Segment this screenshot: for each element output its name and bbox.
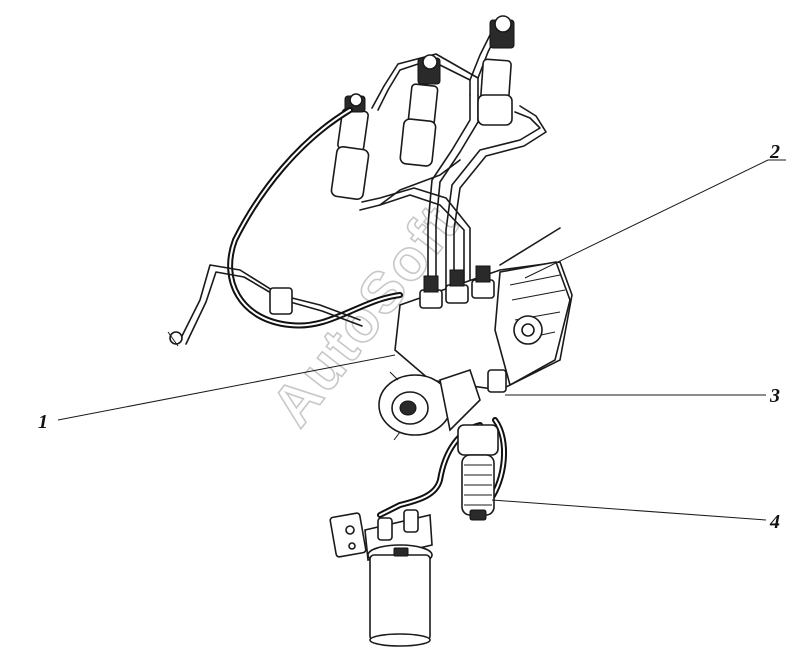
coarse-fuel-filter [329,509,433,647]
return-hose [227,107,403,329]
injector-middle [399,54,441,167]
callout-3: 3 [505,385,780,407]
callout-1: 1 [38,354,396,433]
drive-flange [378,368,481,441]
drain-pipe [167,264,363,347]
fine-fuel-filter [377,417,508,521]
injector-right [477,15,515,126]
injector-left [330,93,370,201]
callout-4: 4 [491,499,780,533]
injection-pump [394,227,573,393]
callout-label-4: 4 [769,511,780,533]
callout-label-3: 3 [769,385,780,407]
callout-label-1: 1 [38,411,48,433]
callout-2: 2 [524,141,786,279]
callout-label-2: 2 [769,141,780,163]
